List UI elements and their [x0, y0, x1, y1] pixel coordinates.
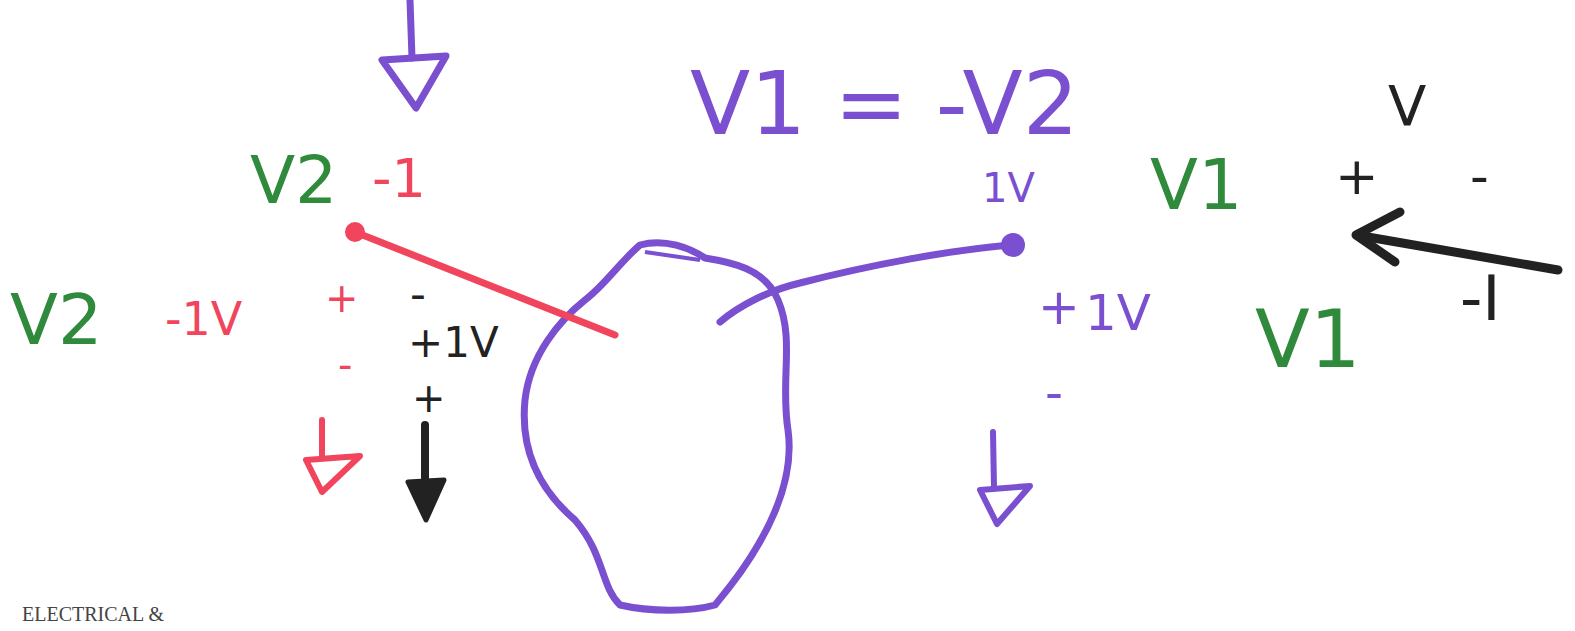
polarity-sign: - — [1470, 150, 1489, 202]
arrow-head — [1356, 212, 1400, 262]
voltage-value: 1V — [1085, 288, 1151, 338]
equation: V1 = -V2 — [690, 60, 1079, 148]
terminal-dot — [345, 222, 365, 242]
node-voltage: V2 — [10, 285, 102, 355]
polarity-label: V — [1388, 78, 1426, 134]
ground-wire — [319, 420, 325, 458]
voltage-value: +1V — [408, 322, 499, 364]
terminal-wire — [355, 232, 615, 335]
voltage-value: -1V — [165, 296, 242, 342]
ground-wire — [410, 0, 412, 58]
polarity-sign: - — [1045, 368, 1063, 418]
node-voltage: V1 — [1150, 150, 1242, 220]
voltage-value: 1V — [982, 168, 1035, 208]
blob-mark — [645, 252, 700, 260]
terminal-wire — [720, 245, 1012, 322]
circuit-blob — [524, 243, 789, 611]
polarity-sign: - — [338, 345, 352, 385]
current-label: -I — [1460, 268, 1501, 330]
ground-wire — [421, 425, 429, 478]
ground-symbol — [408, 480, 444, 520]
ground-symbol — [306, 456, 360, 492]
ground-symbol — [382, 56, 446, 108]
terminal-dot — [1001, 233, 1025, 257]
logo-text: ELECTRICAL & — [22, 604, 164, 624]
ground-wire — [993, 432, 994, 488]
polarity-sign: + — [1335, 150, 1379, 202]
polarity-sign: + — [1038, 282, 1080, 332]
node-voltage: V1 — [1255, 300, 1361, 380]
polarity-sign: + — [412, 378, 446, 418]
node-voltage: V2 — [250, 148, 337, 214]
voltage-value: -1 — [372, 152, 426, 206]
polarity-sign: + — [325, 278, 359, 318]
polarity-sign: - — [410, 272, 426, 316]
ground-symbol — [980, 486, 1030, 524]
